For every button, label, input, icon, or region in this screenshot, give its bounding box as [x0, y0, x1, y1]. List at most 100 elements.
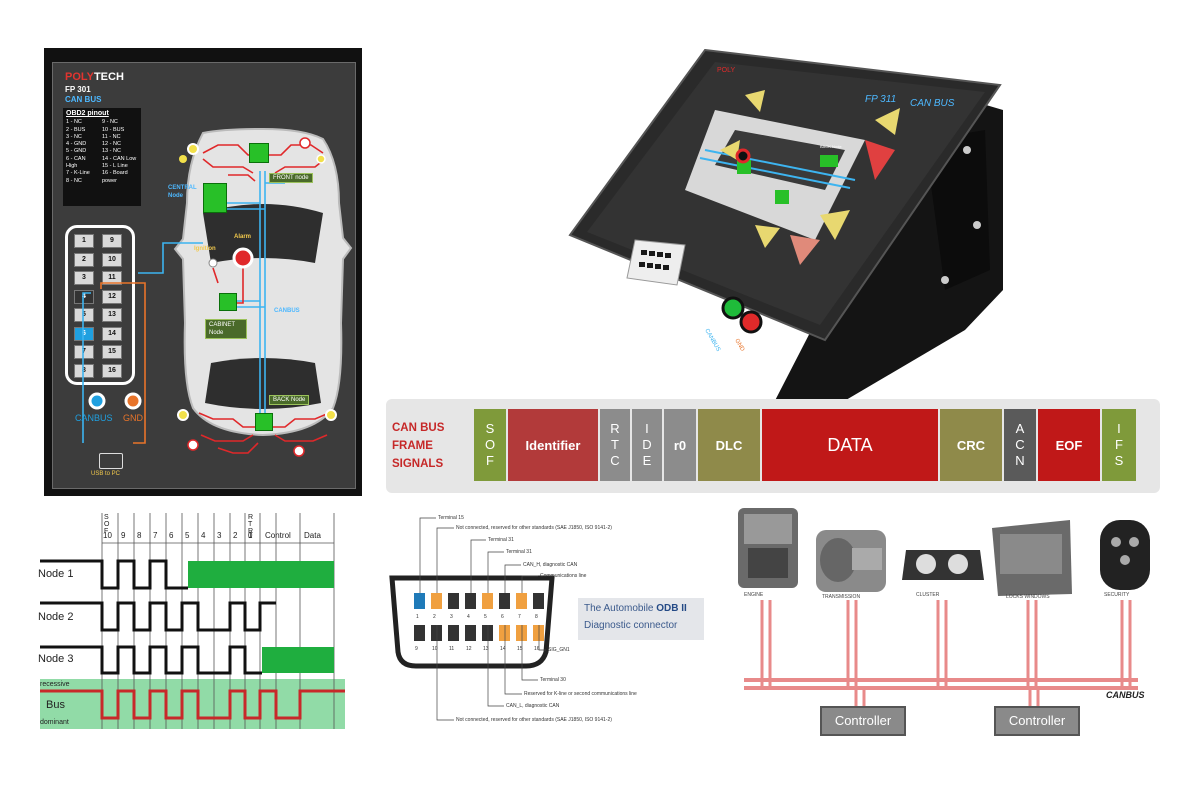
- device-car-glass: [715, 130, 845, 190]
- gnd-orange-lines: [100, 282, 146, 444]
- pinout-cell: 6 - CAN: [66, 155, 86, 162]
- frame-field-data: DATA: [762, 409, 938, 481]
- frame-field-letter: N: [1015, 453, 1025, 468]
- obd-annotation: Terminal 31: [488, 537, 514, 543]
- frame-field-dlc: DLC: [698, 409, 760, 481]
- obd-pin-top: [465, 593, 476, 609]
- board-pin-2: 2: [74, 252, 94, 267]
- back-node-box: [255, 413, 273, 431]
- usb-port-icon[interactable]: [99, 453, 123, 469]
- obd-annotation: Communications line: [540, 573, 587, 579]
- device-canbus-jack: [721, 296, 745, 320]
- obd-pin-number-top: 7: [518, 614, 521, 620]
- frame-field-letter: O: [484, 437, 496, 452]
- bit-header-4: 4: [201, 531, 206, 540]
- device-fan-2: [875, 108, 900, 135]
- board-bus-title: CAN BUS: [65, 95, 102, 104]
- frame-field-letter: R: [610, 421, 620, 436]
- board-pin-8: 8: [74, 363, 94, 378]
- obd-pin-top: [499, 593, 510, 609]
- polytech-board-panel: POLYTECH FP 301 CAN BUS OBD2 pinout 1 - …: [44, 48, 362, 496]
- device-bolt-1: [963, 146, 971, 154]
- device-gnd-label: GND: [733, 338, 745, 353]
- pinout-cell: 5 - GND: [66, 148, 87, 155]
- ignition-lamp: [208, 258, 218, 268]
- can-bus-trainer-device: POLY FP 311 CAN BUS BACK Node CANBUS GND: [568, 48, 1003, 430]
- pinout-cell: 15 - L Line: [102, 163, 128, 170]
- cabinet-node-box: [219, 293, 237, 311]
- board-pin-13: 13: [102, 308, 122, 322]
- frame-field-letter: E: [642, 453, 652, 468]
- front-node-label: FRONT node: [269, 173, 313, 183]
- frame-field-letter: D: [642, 437, 652, 452]
- frame-field-letter: S: [1114, 453, 1124, 468]
- bit-header-8: 8: [137, 531, 142, 540]
- board-face: POLYTECH FP 301 CAN BUS OBD2 pinout 1 - …: [52, 62, 356, 489]
- pinout-cell: 8 - NC: [66, 177, 82, 184]
- pinout-cell: 11 - NC: [102, 133, 121, 140]
- front-left-lamp: [187, 143, 199, 155]
- obd-pin-number-bottom: 9: [415, 646, 418, 652]
- obd-pin-top: [431, 593, 442, 609]
- frame-field-crc: CRC: [940, 409, 1002, 481]
- device-canbus-label: CANBUS: [703, 328, 721, 353]
- board-pin-7: 7: [74, 345, 94, 359]
- pinout-title: OBD2 pinout: [66, 110, 109, 117]
- alarm-label: Alarm: [234, 234, 252, 240]
- ignition-label: Ignition: [194, 246, 216, 252]
- device-fan-5: [790, 235, 820, 265]
- board-pin-16: 16: [102, 363, 122, 378]
- front-node-box: [249, 143, 269, 163]
- obd-pin-number-top: 4: [467, 614, 470, 620]
- board-pin-6: 6: [74, 326, 94, 341]
- frame-field-letter: S: [485, 421, 495, 436]
- sof-header: SOF: [104, 514, 110, 535]
- canbus-terminal-label: CANBUS: [75, 413, 113, 423]
- obd-annotation: SIG_GN1: [548, 647, 570, 653]
- board-pin-9: 9: [102, 234, 122, 248]
- pinout-row: High 15 - L Line: [66, 163, 138, 170]
- device-fan-4: [820, 210, 850, 240]
- car-wiring-diagram: [82, 127, 353, 457]
- frame-field-letter: I: [645, 421, 649, 436]
- cluster-module: [902, 550, 984, 580]
- device-gnd-jack: [739, 310, 763, 334]
- pinout-cell: High: [66, 163, 78, 170]
- obd-pin-number-top: 3: [450, 614, 453, 620]
- pinout-cell: 2 - BUS: [66, 126, 86, 133]
- bus-waveform: [40, 689, 345, 720]
- frame-field-r0: r0: [664, 409, 696, 481]
- node1-label: Node 1: [38, 568, 74, 580]
- obd-pin-bottom: [465, 625, 476, 641]
- back-left-lamp: [177, 409, 189, 421]
- network-canbus-label: CANBUS: [1106, 690, 1145, 700]
- security-module: [1100, 520, 1150, 590]
- board-pin-1: 1: [74, 234, 94, 248]
- node3-data-region: [262, 647, 334, 673]
- device-node-3: [820, 155, 838, 167]
- obd-pin-bottom: [431, 625, 442, 641]
- board-brand: POLYTECH: [65, 71, 124, 83]
- obd-pin-top: [533, 593, 544, 609]
- module-label: TRANSMISSION: [822, 594, 861, 600]
- obd-pin-number-top: 1: [416, 614, 419, 620]
- module-label: LOCKS WINDOWS: [1006, 594, 1050, 600]
- obd-annotation: Terminal 31: [506, 549, 532, 555]
- gnd-terminal-label: GND: [123, 413, 143, 423]
- node3-waveform: [40, 645, 262, 675]
- front-right-lamp-2: [316, 154, 326, 164]
- obd-annotation: CAN_L, diagnostic CAN: [506, 703, 560, 709]
